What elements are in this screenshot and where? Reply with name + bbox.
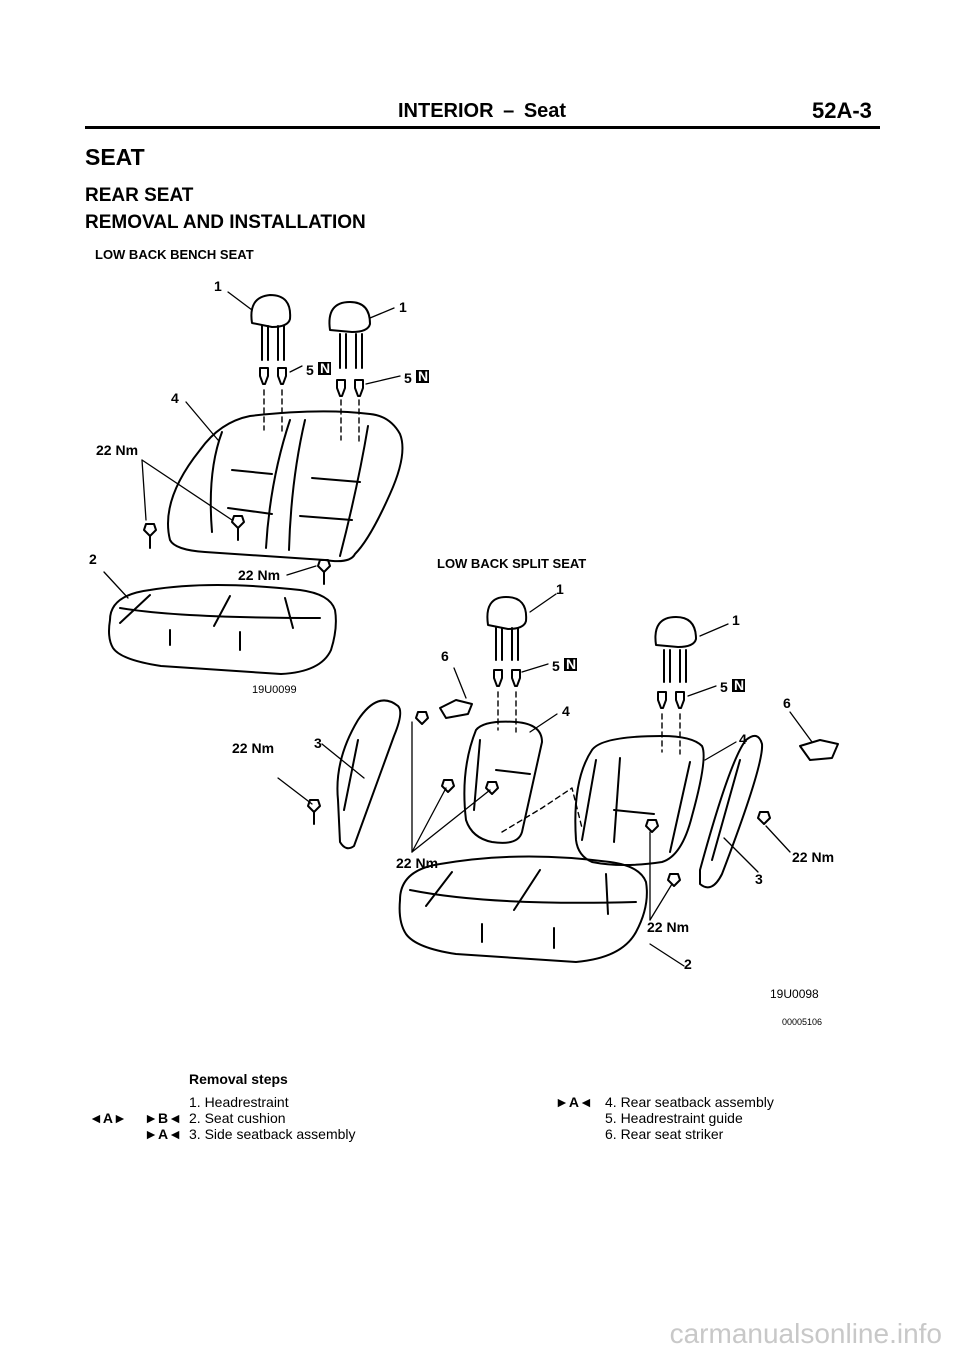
bench-figure-number: 19U0099	[252, 684, 297, 696]
svg-text:N: N	[320, 360, 330, 376]
guide-callout-bench-left: 5 N	[306, 360, 331, 378]
callout-1-split-right: 1	[732, 612, 740, 628]
step-2-marker-b: ►B◄	[144, 1110, 182, 1126]
torque-split-left: 22 Nm	[396, 855, 438, 871]
split-striker-left	[415, 699, 473, 725]
watermark: carmanualsonline.info	[669, 1318, 942, 1349]
split-headrestraint-right	[654, 616, 697, 683]
torque-split-center: 22 Nm	[647, 919, 689, 935]
procedure-title: REMOVAL AND INSTALLATION	[85, 212, 366, 233]
callout-6-split-left: 6	[441, 648, 449, 664]
step-2: 2. Seat cushion	[189, 1110, 286, 1126]
step-4: 4. Rear seatback assembly	[605, 1094, 774, 1110]
callout-4-split-left: 4	[562, 703, 570, 719]
callout-1-split-left: 1	[556, 581, 564, 597]
header-dash: –	[503, 100, 515, 122]
split-headrestraint-left	[486, 596, 528, 661]
split-side-seatback-right	[699, 734, 764, 889]
bench-cushion	[108, 584, 337, 675]
bench-seat-caption: LOW BACK BENCH SEAT	[95, 247, 254, 262]
seat-exploded-diagram: 1 1 4 2 1 1 6 6 4 4 3 3 2 22 Nm 22 Nm 22…	[89, 278, 839, 972]
split-seatback-right	[574, 735, 705, 866]
split-seatback-left	[463, 720, 543, 844]
header-rule	[85, 126, 880, 129]
guide-callout-bench-right: 5 N	[404, 368, 429, 386]
step-1: 1. Headrestraint	[189, 1094, 289, 1110]
removal-steps-right: 4. Rear seatback assembly 5. Headrestrai…	[605, 1094, 774, 1142]
document-id: 00005106	[782, 1017, 823, 1027]
section-title: REAR SEAT	[85, 185, 194, 206]
bench-headrestraint-left	[250, 294, 292, 361]
page-title: SEAT	[85, 144, 145, 170]
step-6: 6. Rear seat striker	[605, 1126, 724, 1142]
torque-split-side-left: 22 Nm	[232, 740, 274, 756]
header-section: INTERIOR – Seat	[398, 100, 566, 123]
split-striker-right	[757, 739, 839, 825]
bench-guides	[259, 367, 364, 397]
torque-bench-left: 22 Nm	[96, 442, 138, 458]
callout-6-split-right: 6	[783, 695, 791, 711]
split-cushion	[398, 855, 648, 963]
callout-4-split-right: 4	[739, 731, 747, 747]
callout-4-bench: 4	[171, 390, 179, 406]
guide-callout-split-left: 5 N	[552, 656, 577, 674]
torque-split-right: 22 Nm	[792, 849, 834, 865]
callout-2-split: 2	[684, 956, 692, 972]
svg-text:N: N	[734, 677, 744, 693]
split-figure-number: 19U0098	[770, 987, 819, 1001]
callout-1-bench-right: 1	[399, 299, 407, 315]
callout-3-split-left: 3	[314, 735, 322, 751]
bench-seatback	[167, 410, 404, 563]
split-side-seatback-left	[336, 699, 402, 850]
svg-text:5: 5	[404, 370, 412, 386]
split-seat-caption: LOW BACK SPLIT SEAT	[437, 556, 587, 571]
page-number: 52A-3	[812, 98, 872, 123]
header-section-label: INTERIOR	[398, 100, 494, 122]
svg-text:N: N	[418, 368, 428, 384]
step-markers-left: x ►B◄ ►A◄	[136, 1094, 182, 1142]
callout-2-bench: 2	[89, 551, 97, 567]
removal-steps-heading: Removal steps	[189, 1071, 288, 1087]
callout-1-bench-left: 1	[214, 278, 222, 294]
header-topic: Seat	[523, 100, 567, 122]
step-3: 3. Side seatback assembly	[189, 1126, 356, 1142]
callout-3-split-right: 3	[755, 871, 763, 887]
step-3-marker: ►A◄	[144, 1126, 182, 1142]
bench-headrestraint-right	[328, 301, 371, 369]
removal-steps-left: 1. Headrestraint 2. Seat cushion 3. Side…	[189, 1094, 356, 1142]
step-2-marker-a: ◄A►	[89, 1110, 127, 1126]
step-5: 5. Headrestraint guide	[605, 1110, 743, 1126]
svg-text:5: 5	[306, 362, 314, 378]
svg-text:N: N	[566, 656, 576, 672]
guide-callout-split-right: 5 N	[720, 677, 745, 695]
step-4-marker: ►A◄	[555, 1094, 593, 1110]
torque-bench-center: 22 Nm	[238, 567, 280, 583]
svg-text:5: 5	[552, 658, 560, 674]
svg-text:5: 5	[720, 679, 728, 695]
